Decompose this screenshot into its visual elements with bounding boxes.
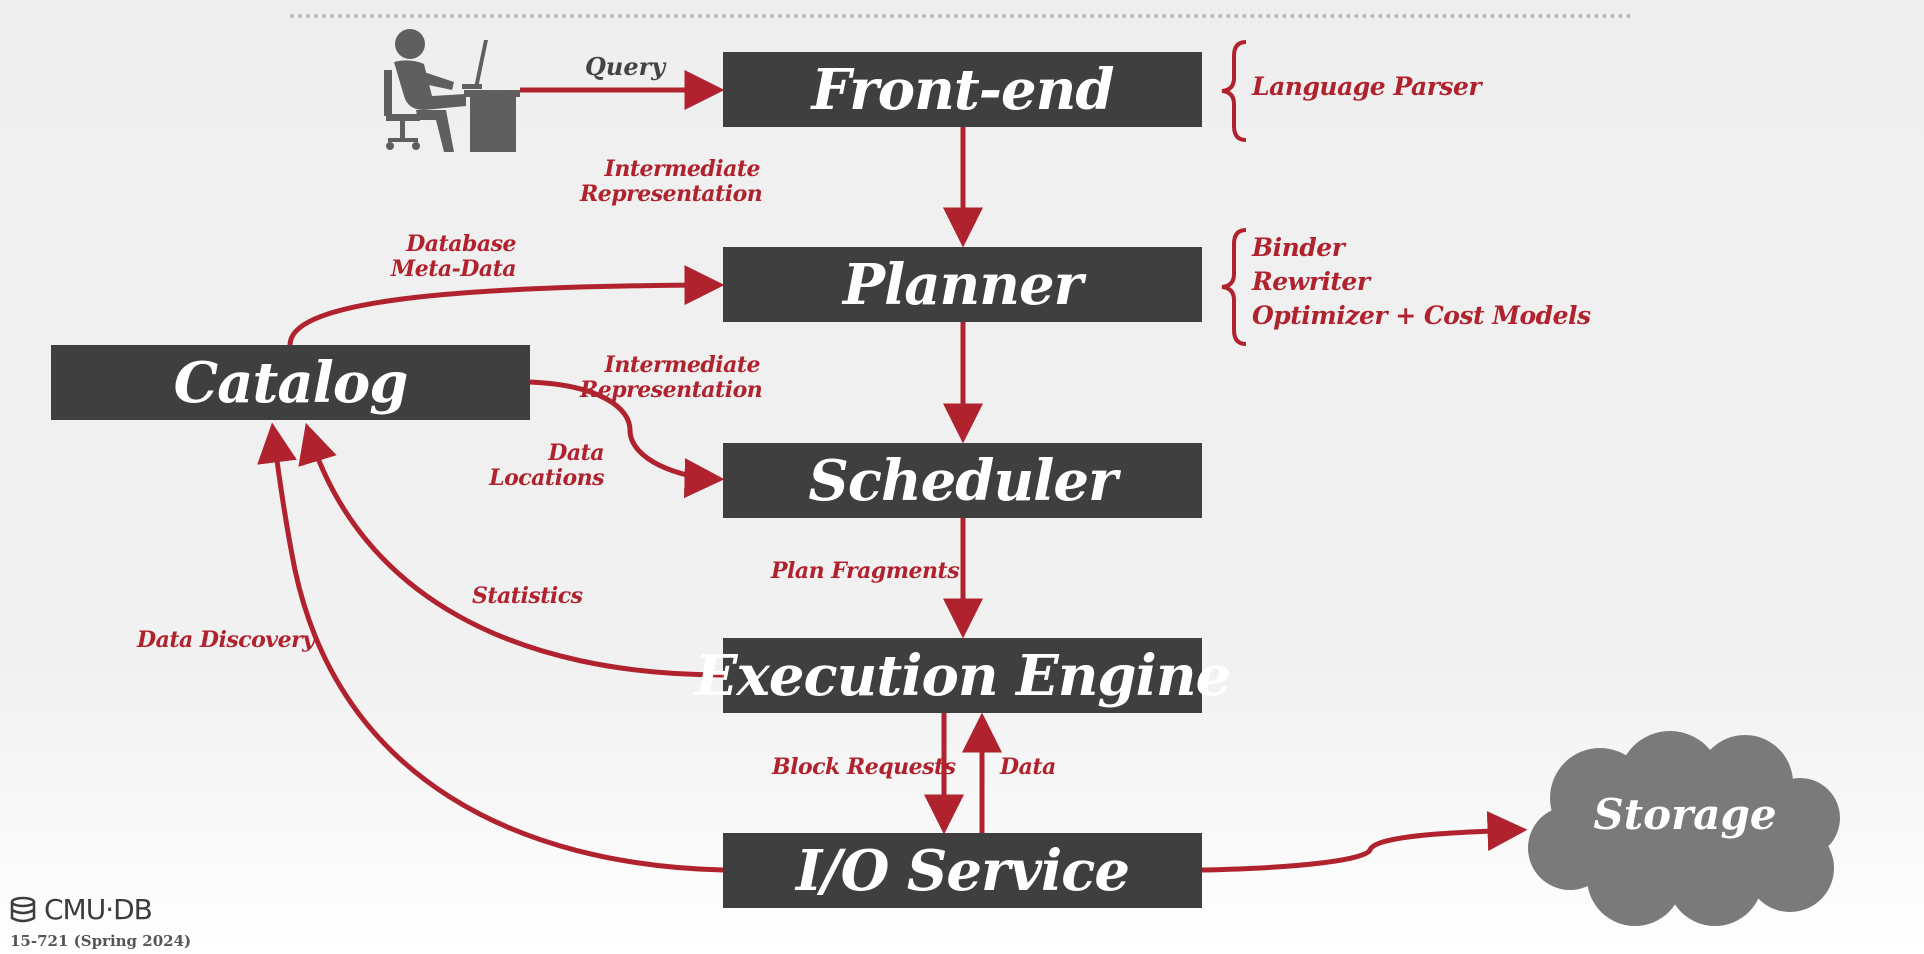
meta-label-line-1: Database xyxy=(406,231,516,257)
note-rewriter: Rewriter xyxy=(1252,267,1370,296)
language-parser-note: Language Parser xyxy=(1252,72,1482,101)
data-locations-label: Data Locations xyxy=(424,441,604,491)
io-service-box: I/O Service xyxy=(723,833,1202,908)
storage-cloud xyxy=(1528,731,1840,926)
arrow-data-discovery xyxy=(257,422,724,873)
block-requests-label: Block Requests xyxy=(772,754,956,780)
top-dotted-rule xyxy=(290,14,1632,18)
locs-label-line-2: Locations xyxy=(489,465,604,491)
user-at-desk-icon xyxy=(380,26,520,160)
execution-engine-box: Execution Engine xyxy=(695,638,1231,713)
statistics-label: Statistics xyxy=(472,583,583,609)
database-logo-icon xyxy=(10,896,36,922)
ir-label-line-1: Intermediate xyxy=(604,156,761,182)
query-label: Query xyxy=(585,52,666,81)
brace-planner xyxy=(1221,228,1247,346)
locs-label-line-1: Data xyxy=(548,440,604,466)
arrow-statistics xyxy=(298,422,724,678)
meta-label-line-2: Meta-Data xyxy=(390,256,517,282)
course-label: 15-721 (Spring 2024) xyxy=(10,932,192,950)
arrow-data-locations xyxy=(529,379,725,499)
arrow-meta-data xyxy=(287,265,725,346)
logo-text: CMU·DB xyxy=(44,893,153,926)
note-binder: Binder xyxy=(1252,233,1345,262)
data-discovery-label: Data Discovery xyxy=(137,627,315,653)
ir-label-frontend-planner: Intermediate Representation xyxy=(580,156,763,207)
ir-label-line-1: Intermediate xyxy=(604,352,761,378)
cmu-db-logo: CMU·DB xyxy=(10,893,153,926)
arrow-io-storage xyxy=(1201,811,1528,873)
brace-parser xyxy=(1221,40,1247,142)
catalog-box: Catalog xyxy=(51,345,530,420)
planner-box: Planner xyxy=(723,247,1202,322)
ir-label-line-2: Representation xyxy=(580,377,763,403)
planner-components-note: Binder Rewriter Optimizer + Cost Models xyxy=(1252,231,1591,333)
meta-data-label: Database Meta-Data xyxy=(336,231,517,282)
plan-fragments-label: Plan Fragments xyxy=(771,558,960,584)
note-optimizer: Optimizer + Cost Models xyxy=(1252,301,1591,330)
scheduler-box: Scheduler xyxy=(723,443,1202,518)
ir-label-line-2: Representation xyxy=(580,181,763,207)
data-label: Data xyxy=(1000,754,1056,780)
frontend-box: Front-end xyxy=(723,52,1202,127)
ir-label-planner-scheduler: Intermediate Representation xyxy=(580,352,763,403)
storage-label: Storage xyxy=(1593,790,1777,839)
